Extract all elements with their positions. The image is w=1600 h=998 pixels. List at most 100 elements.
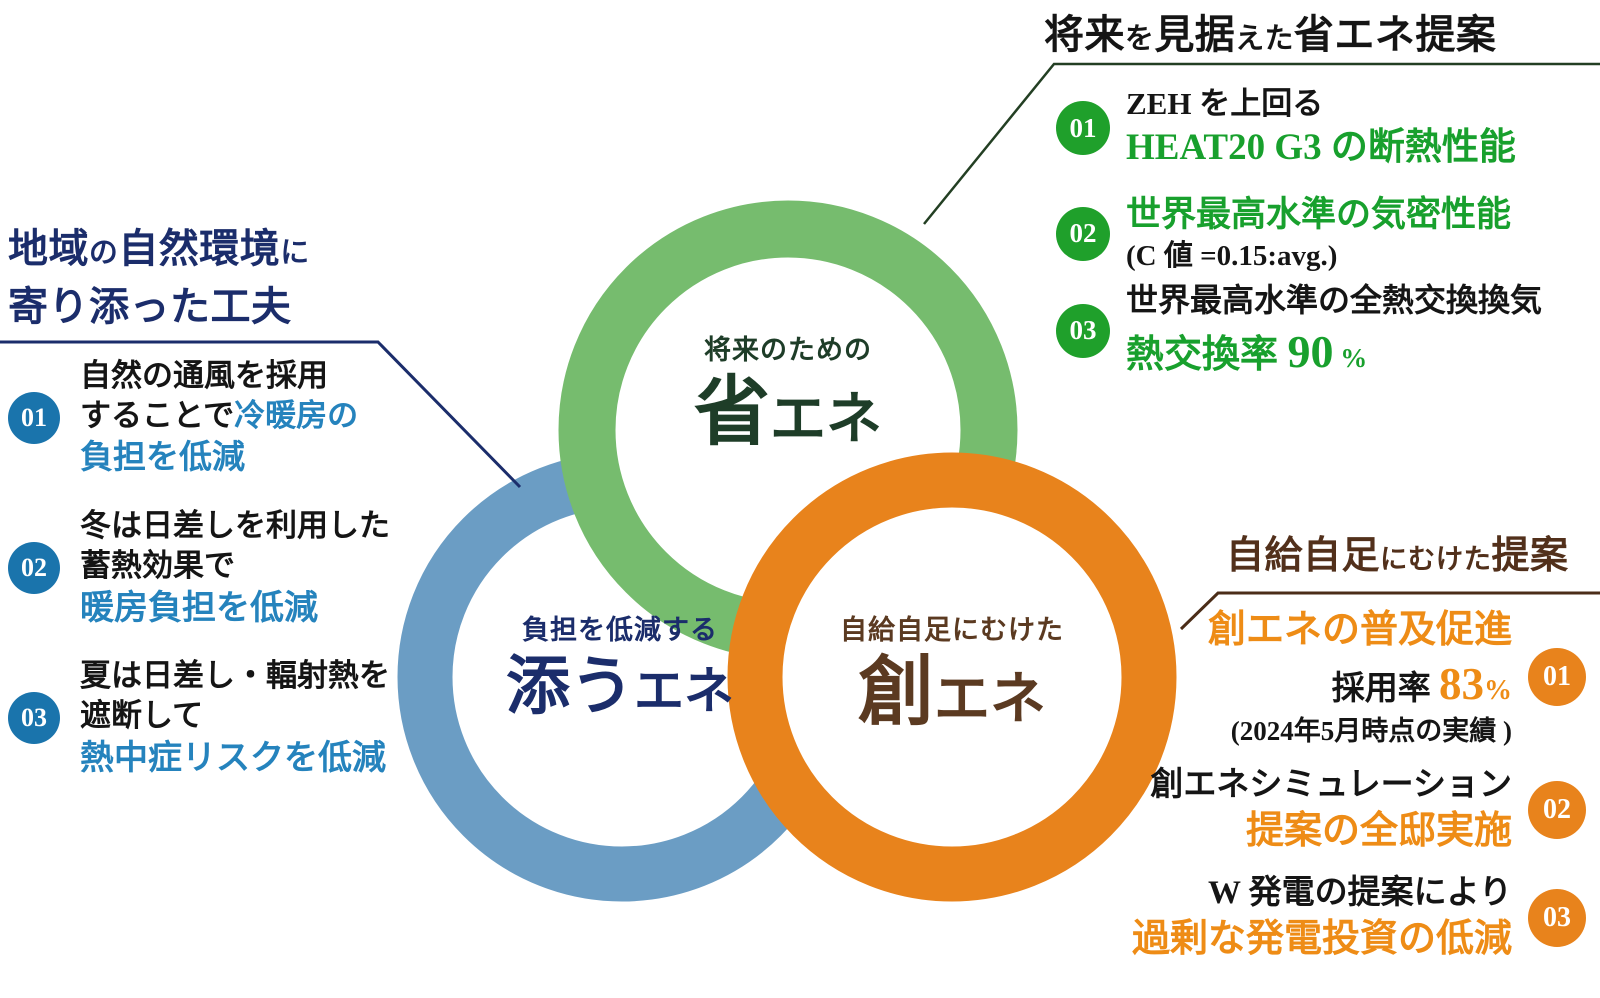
item-line: 世界最高水準の気密性能 bbox=[1126, 192, 1511, 238]
left-connector-line bbox=[0, 340, 522, 489]
orange-item-02: 創エネシミュレーション提案の全邸実施 02 bbox=[1150, 764, 1586, 856]
circle-main-first: 創 bbox=[858, 651, 934, 735]
item-text: W 発電の提案により過剰な発電投資の低減 bbox=[1132, 872, 1512, 964]
item-number-badge: 02 bbox=[1528, 781, 1586, 840]
topright-connector-line bbox=[923, 62, 1600, 225]
circle-sublabel: 負担を低減する bbox=[522, 615, 718, 645]
blue-item-03: 03 夏は日差し・輻射熱を遮断して熱中症リスクを低減 bbox=[8, 656, 390, 781]
item-line: (C 値 =0.15:avg.) bbox=[1126, 238, 1511, 276]
text-segment: ZEH を上回る bbox=[1126, 86, 1324, 121]
item-line: 蓄熱効果で bbox=[80, 546, 390, 586]
item-number-badge: 03 bbox=[8, 692, 60, 745]
item-text: ZEH を上回る HEAT20 G3 の断熱性能 bbox=[1126, 84, 1516, 172]
item-line: 負担を低減 bbox=[80, 437, 358, 480]
item-number-badge: 01 bbox=[8, 391, 60, 444]
text-segment: 見据 bbox=[1154, 13, 1236, 57]
text-segment: 過剰な発電投資の低減 bbox=[1131, 917, 1512, 960]
circle-mainlabel: 創エネ bbox=[840, 655, 1064, 731]
circle-mainlabel: 省エネ bbox=[694, 375, 882, 451]
circle-mainlabel: 添うエネ bbox=[506, 655, 734, 719]
text-segment: HEAT20 G3 の断熱性能 bbox=[1126, 127, 1516, 169]
item-text: 創エネの普及促進採用率 83%(2024年5月時点の実績 ) bbox=[1208, 606, 1512, 749]
text-segment: W 発電の提案により bbox=[1208, 875, 1512, 911]
title-line: 地域の自然環境に bbox=[8, 220, 310, 278]
text-segment: 世界最高水準の全熱交換換気 bbox=[1126, 282, 1543, 318]
text-segment: 83 bbox=[1439, 659, 1484, 710]
item-line: 過剰な発電投資の低減 bbox=[1132, 915, 1512, 964]
item-line: 自然の通風を採用 bbox=[80, 356, 358, 396]
text-segment: 提案 bbox=[1491, 535, 1569, 577]
item-line: (2024年5月時点の実績 ) bbox=[1208, 714, 1512, 749]
item-number-badge: 03 bbox=[1056, 303, 1110, 358]
orange-item-01: 創エネの普及促進採用率 83%(2024年5月時点の実績 )01 bbox=[1208, 606, 1586, 749]
item-line: 採用率 83% bbox=[1208, 655, 1512, 714]
item-number-badge: 02 bbox=[1056, 206, 1110, 261]
text-segment: % bbox=[1333, 342, 1368, 373]
green-item-01: 01 ZEH を上回る HEAT20 G3 の断熱性能 bbox=[1056, 84, 1516, 172]
item-line: HEAT20 G3 の断熱性能 bbox=[1126, 124, 1516, 172]
item-line: 世界最高水準の全熱交換換気 bbox=[1126, 280, 1542, 322]
text-segment: 遮断して bbox=[80, 698, 204, 734]
item-text: 創エネシミュレーション提案の全邸実施 bbox=[1150, 764, 1512, 856]
item-text: 夏は日差し・輻射熱を遮断して熱中症リスクを低減 bbox=[80, 656, 390, 781]
item-text: 冬は日差しを利用した蓄熱効果で暖房負担を低減 bbox=[80, 506, 390, 631]
circle-sublabel: 自給自足にむけた bbox=[840, 615, 1064, 645]
item-line: 熱交換率 90 % bbox=[1126, 322, 1542, 382]
text-segment: 寄り添った工夫 bbox=[8, 285, 292, 329]
circle-main-rest: エネ bbox=[934, 669, 1046, 731]
text-segment: 創エネの普及促進 bbox=[1207, 609, 1512, 651]
text-segment: 熱中症リスクを低減 bbox=[80, 739, 386, 777]
blue-item-01: 01 自然の通風を採用することで冷暖房の負担を低減 bbox=[8, 356, 358, 479]
text-segment: % bbox=[1484, 675, 1512, 707]
text-segment: 冬は日差しを利用した bbox=[80, 508, 390, 543]
item-number-badge: 03 bbox=[1528, 889, 1586, 948]
circle-main-rest: エネ bbox=[770, 389, 882, 451]
text-segment: (2024年5月時点の実績 ) bbox=[1230, 715, 1512, 746]
item-text: 自然の通風を採用することで冷暖房の負担を低減 bbox=[80, 356, 358, 479]
text-segment: 蓄熱効果で bbox=[80, 548, 235, 584]
text-segment: 地域 bbox=[8, 227, 89, 271]
green-item-02: 02 世界最高水準の気密性能 (C 値 =0.15:avg.) bbox=[1056, 192, 1511, 275]
item-line: することで冷暖房の bbox=[80, 396, 358, 436]
text-segment: 自然の通風を採用 bbox=[80, 358, 328, 393]
text-segment: 創エネシミュレーション bbox=[1150, 767, 1512, 803]
text-segment: 省エネ提案 bbox=[1293, 13, 1497, 57]
text-segment: 負担を低減 bbox=[80, 439, 245, 476]
orange-item-03: W 発電の提案により過剰な発電投資の低減 03 bbox=[1132, 872, 1586, 964]
circle-label-energy-saving: 将来のための 省エネ bbox=[694, 328, 882, 451]
item-line: 創エネの普及促進 bbox=[1208, 606, 1512, 655]
item-number-badge: 01 bbox=[1528, 648, 1586, 707]
item-number-badge: 02 bbox=[8, 542, 60, 595]
item-line: 夏は日差し・輻射熱を bbox=[80, 656, 390, 696]
circle-main-first: 添う bbox=[506, 651, 634, 722]
text-segment: (C 値 =0.15:avg.) bbox=[1126, 239, 1338, 272]
text-segment: を bbox=[1125, 23, 1155, 55]
create-ene-ring bbox=[727, 452, 1177, 902]
item-line: 冬は日差しを利用した bbox=[80, 506, 390, 546]
item-text: 世界最高水準の全熱交換換気熱交換率 90 % bbox=[1126, 280, 1542, 381]
circle-label-create-energy: 自給自足にむけた 創エネ bbox=[840, 608, 1064, 731]
text-segment: 自給自足 bbox=[1226, 535, 1381, 577]
text-segment: 採用率 bbox=[1331, 671, 1439, 708]
text-segment: 暖房負担を低減 bbox=[80, 589, 318, 627]
text-segment: の bbox=[89, 237, 119, 269]
item-line: W 発電の提案により bbox=[1132, 872, 1512, 915]
section-title-energy-saving-proposal: 将来を見据えた省エネ提案 bbox=[1044, 12, 1496, 59]
text-segment: 熱交換率 bbox=[1126, 333, 1288, 376]
text-segment: 90 bbox=[1287, 325, 1334, 377]
text-segment: に bbox=[280, 237, 310, 269]
text-segment: 提案の全邸実施 bbox=[1245, 809, 1512, 852]
text-segment: 夏は日差し・輻射熱を bbox=[80, 658, 390, 693]
blue-item-02: 02 冬は日差しを利用した蓄熱効果で暖房負担を低減 bbox=[8, 506, 390, 631]
circle-main-first: 省 bbox=[694, 371, 770, 455]
text-segment: 冷暖房の bbox=[234, 398, 359, 434]
item-line: 暖房負担を低減 bbox=[80, 587, 390, 631]
item-line: 熱中症リスクを低減 bbox=[80, 737, 390, 781]
right-connector-line bbox=[1179, 591, 1600, 631]
item-text: 世界最高水準の気密性能 (C 値 =0.15:avg.) bbox=[1126, 192, 1511, 275]
item-line: 遮断して bbox=[80, 696, 390, 736]
item-number-badge: 01 bbox=[1056, 101, 1110, 156]
text-segment: 世界最高水準の気密性能 bbox=[1126, 195, 1512, 234]
text-segment: にむけた bbox=[1380, 543, 1492, 574]
